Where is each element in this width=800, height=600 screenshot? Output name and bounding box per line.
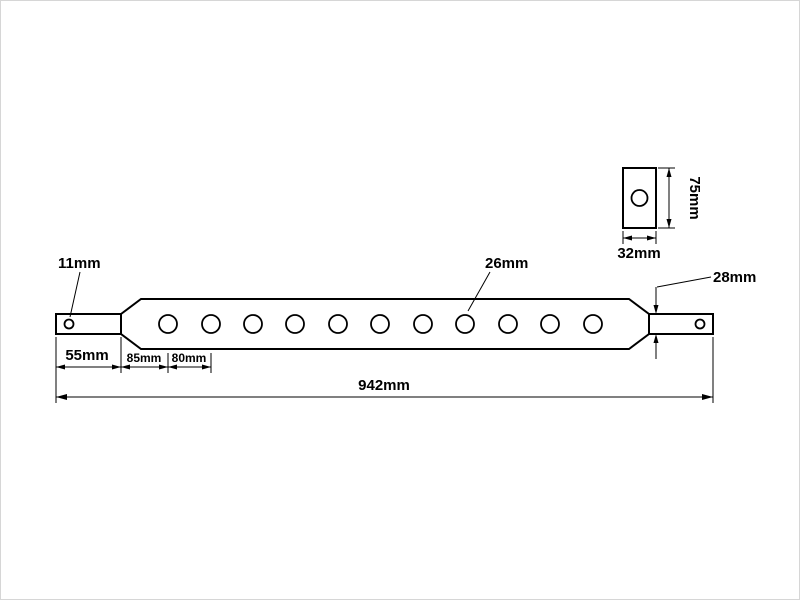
drawbar-hole-10 xyxy=(540,314,560,334)
hole-pitch-label: 80mm xyxy=(172,351,207,365)
end-thickness-arrow-up xyxy=(653,334,659,343)
end-hole-leader-line xyxy=(69,271,81,318)
overall-length-label: 942mm xyxy=(358,377,410,394)
end-hole-right xyxy=(694,318,706,330)
first-hole-spacing-arrow-left xyxy=(121,364,130,370)
drawbar-cross-section: 75mm 32mm xyxy=(617,167,703,262)
hole-pitch-arrow-right xyxy=(202,364,211,370)
drawbar-hole-6 xyxy=(370,314,390,334)
dimension-first-hole-spacing: 85mm xyxy=(121,351,168,370)
section-height-arrow-bottom xyxy=(666,219,672,228)
callout-main-hole-diameter: 26mm xyxy=(467,255,528,312)
callout-end-hole-diameter: 11mm xyxy=(58,255,101,318)
end-thickness-label: 28mm xyxy=(713,269,756,286)
main-hole-diameter-label: 26mm xyxy=(485,255,528,272)
drawbar-hole-9 xyxy=(498,314,518,334)
overall-length-arrow-right xyxy=(702,394,713,400)
drawbar-hole-2 xyxy=(201,314,221,334)
dimension-hole-pitch: 80mm xyxy=(168,351,211,370)
dimension-section-height: 75mm xyxy=(658,167,703,229)
drawbar-hole-11 xyxy=(583,314,603,334)
first-hole-spacing-arrow-right xyxy=(159,364,168,370)
section-width-arrow-right xyxy=(647,235,656,241)
drawbar-hole-8 xyxy=(455,314,475,334)
section-width-arrow-left xyxy=(623,235,632,241)
dimension-extension-lines xyxy=(55,337,714,403)
section-height-arrow-top xyxy=(666,168,672,177)
dimension-end-thickness: 28mm xyxy=(653,269,756,359)
dimension-section-width: 32mm xyxy=(617,231,661,262)
main-hole-leader-line xyxy=(467,271,491,312)
drawbar-hole-1 xyxy=(158,314,178,334)
drawbar-hole-7 xyxy=(413,314,433,334)
dimension-end-length: 55mm xyxy=(56,347,121,370)
hole-pitch-arrow-left xyxy=(168,364,177,370)
end-length-arrow-right xyxy=(112,364,121,370)
first-hole-spacing-label: 85mm xyxy=(127,351,162,365)
end-thickness-leader-line xyxy=(656,276,712,288)
cross-section-hole xyxy=(630,189,649,207)
drawbar-hole-4 xyxy=(285,314,305,334)
drawbar-front-view xyxy=(55,298,714,350)
end-thickness-arrow-down xyxy=(653,305,659,314)
end-hole-diameter-label: 11mm xyxy=(58,255,101,272)
dimension-overall-length: 942mm xyxy=(56,377,713,400)
overall-length-arrow-left xyxy=(56,394,67,400)
section-width-label: 32mm xyxy=(617,245,660,262)
drawbar-hole-5 xyxy=(328,314,348,334)
end-length-arrow-left xyxy=(56,364,65,370)
section-height-label: 75mm xyxy=(686,176,703,219)
end-length-label: 55mm xyxy=(65,347,108,364)
drawbar-hole-3 xyxy=(243,314,263,334)
end-hole-left xyxy=(63,318,75,330)
